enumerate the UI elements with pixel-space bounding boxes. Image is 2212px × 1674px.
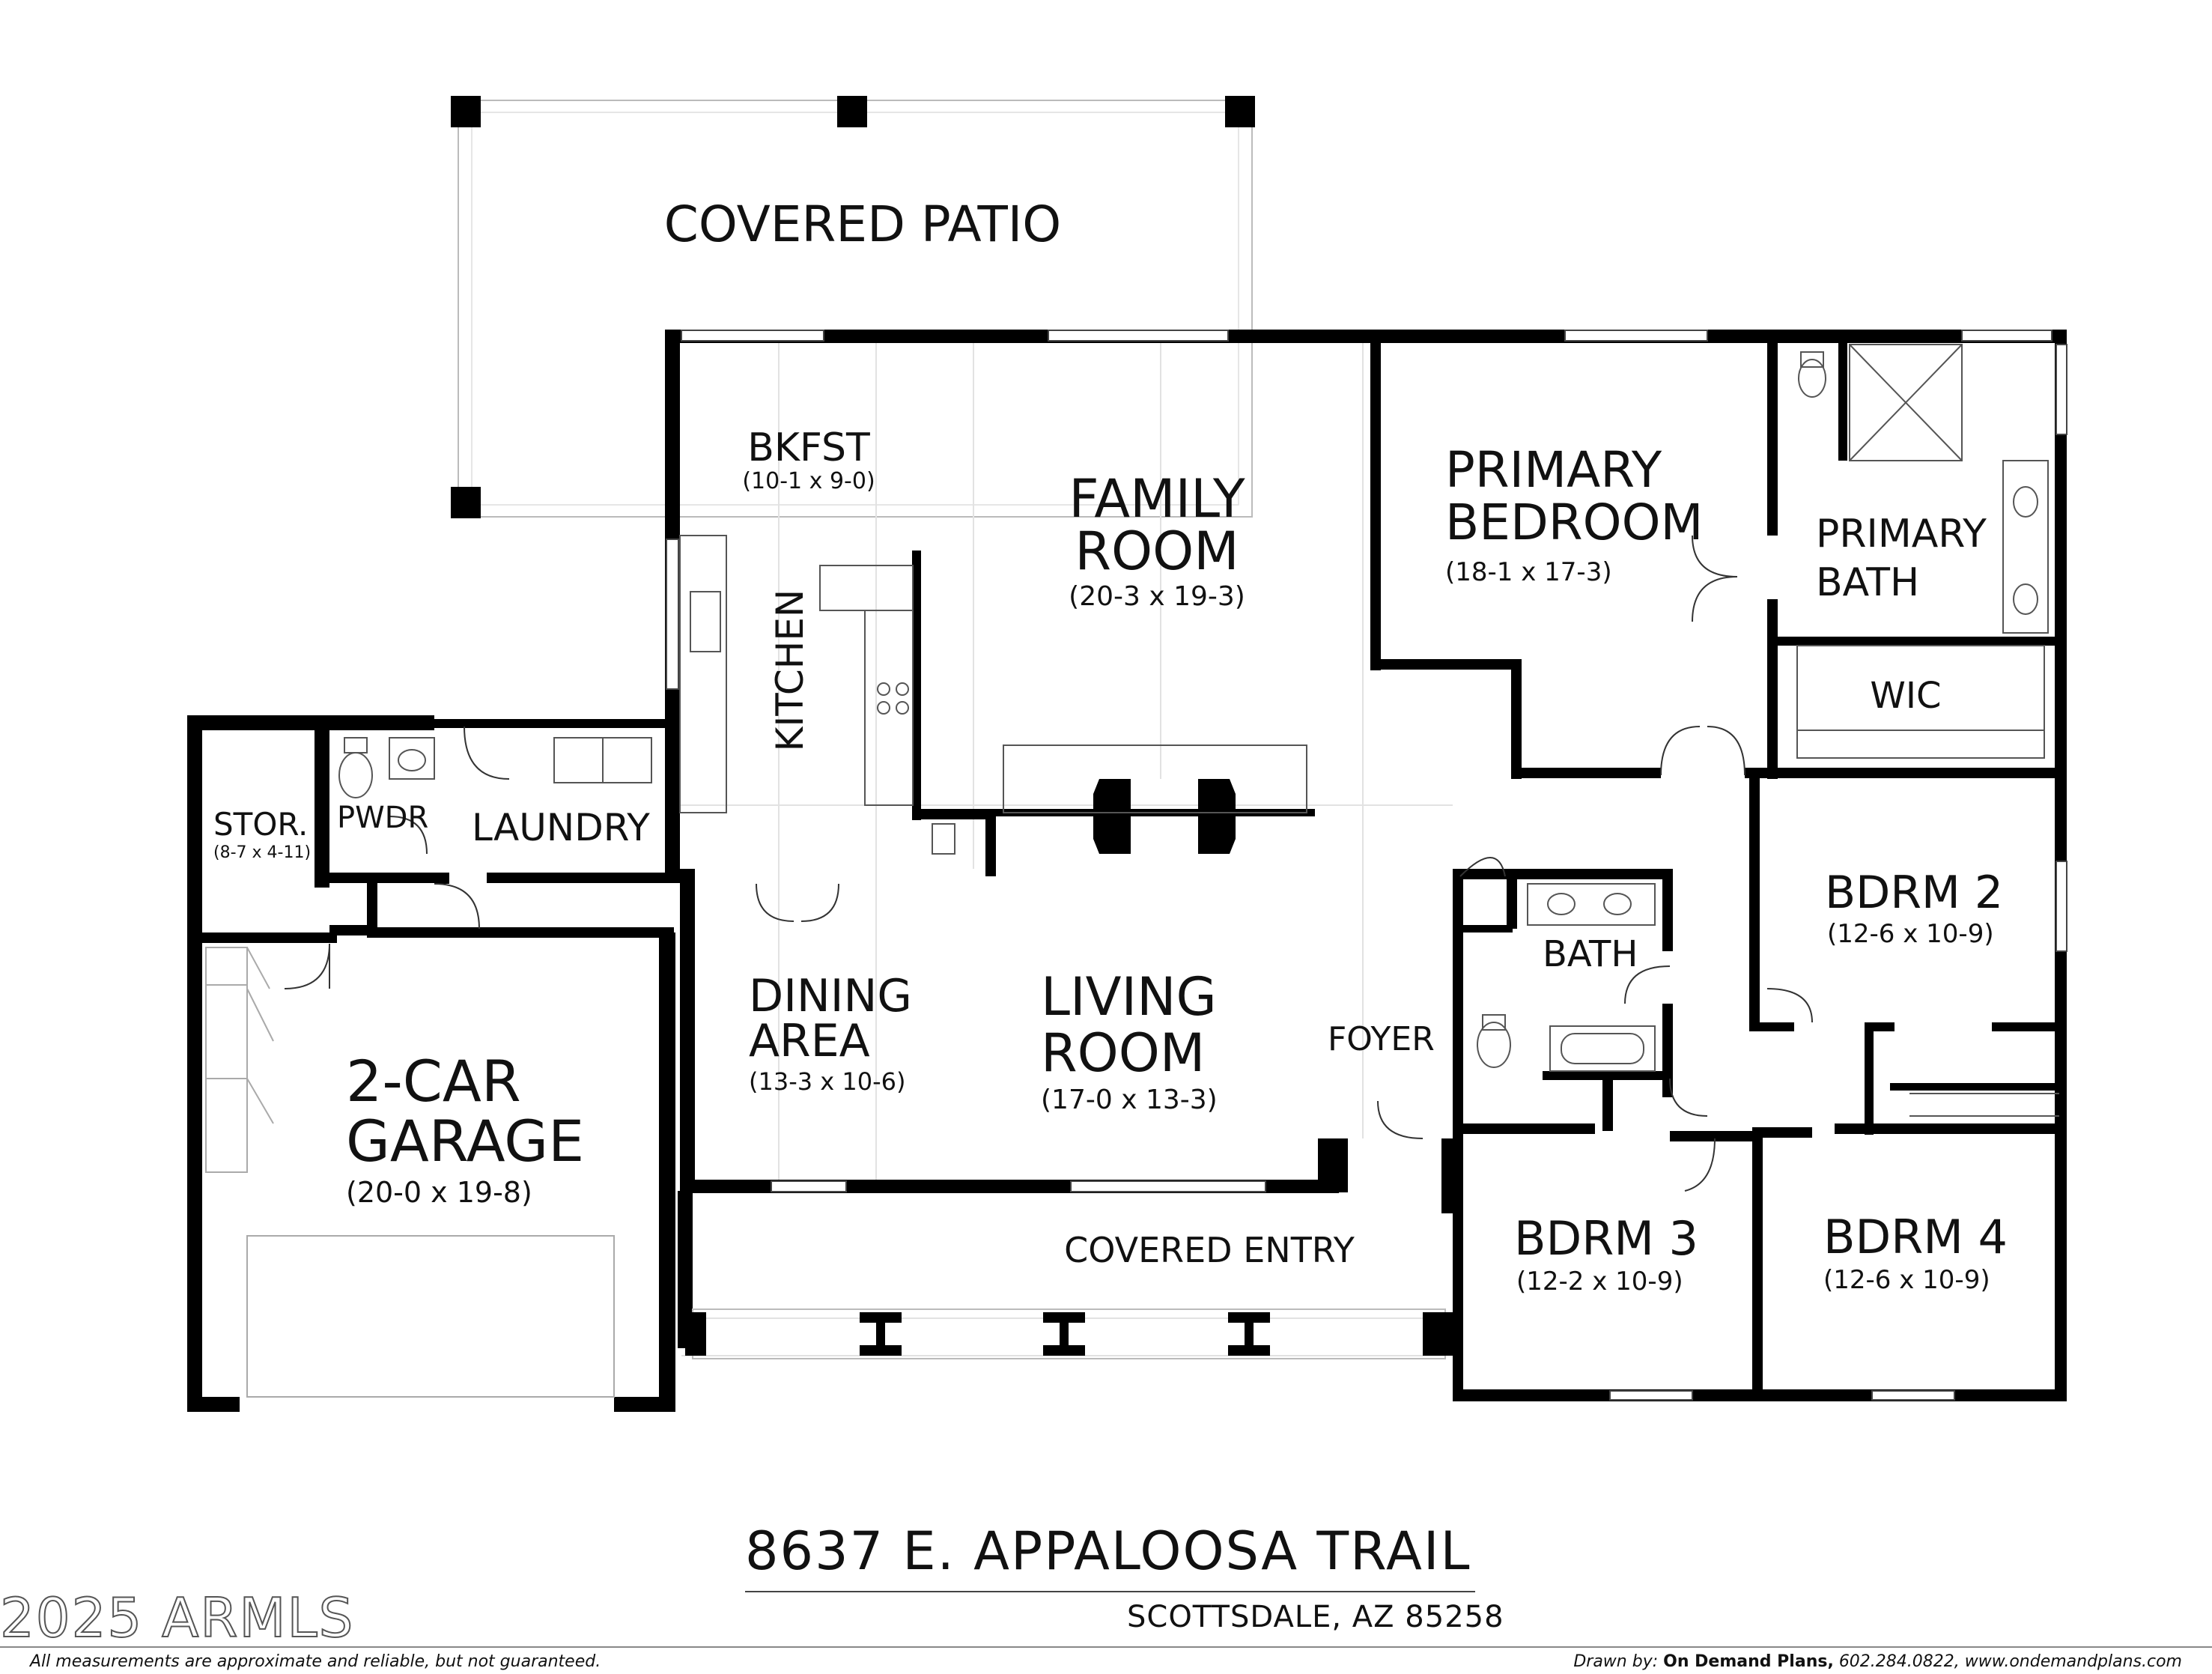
- windows: [666, 330, 2067, 1401]
- primary-bath-label-1: PRIMARY: [1816, 512, 1987, 557]
- family-room-label-2: ROOM: [1075, 521, 1239, 582]
- watermark: 2025 ARMLS: [0, 1586, 355, 1650]
- covered-patio: [451, 96, 1255, 518]
- pwdr-label: PWDR: [337, 801, 428, 835]
- garage-door: [205, 947, 615, 1398]
- bath-label: BATH: [1543, 933, 1638, 975]
- address-city: SCOTTSDALE, AZ 85258: [1127, 1600, 1504, 1634]
- bdrm4-label: BDRM 4: [1823, 1210, 2008, 1264]
- dining-label-1: DINING: [749, 970, 912, 1022]
- footer-divider: [0, 1646, 2212, 1648]
- living-room-label-2: ROOM: [1041, 1022, 1205, 1084]
- family-room-dim: (20-3 x 19-3): [1069, 581, 1245, 612]
- bdrm2-label: BDRM 2: [1825, 867, 2003, 919]
- family-room-label-1: FAMILY: [1069, 468, 1245, 530]
- room-labels: COVERED PATIO BKFST (10-1 x 9-0) FAMILY …: [213, 195, 2008, 1297]
- living-room-label-1: LIVING: [1041, 966, 1217, 1028]
- bdrm4-dim: (12-6 x 10-9): [1823, 1265, 1990, 1295]
- address-underline: [745, 1591, 1475, 1592]
- bdrm2-dim: (12-6 x 10-9): [1827, 919, 1994, 949]
- covered-entry-label: COVERED ENTRY: [1064, 1230, 1355, 1270]
- foyer-label: FOYER: [1328, 1020, 1435, 1058]
- wic-label: WIC: [1870, 675, 1941, 717]
- primary-bath-label-2: BATH: [1816, 560, 1919, 605]
- kitchen-label: KITCHEN: [768, 589, 812, 752]
- dining-label-2: AREA: [749, 1015, 870, 1067]
- primary-bedroom-label-1: PRIMARY: [1445, 441, 1662, 499]
- credit-prefix: Drawn by:: [1573, 1652, 1659, 1671]
- bkfst-dim: (10-1 x 9-0): [742, 468, 875, 494]
- patio-post: [451, 96, 481, 127]
- patio-post: [837, 96, 867, 127]
- credit: Drawn by: On Demand Plans, 602.284.0822,…: [1573, 1652, 2182, 1671]
- stor-label: STOR.: [213, 806, 308, 843]
- garage-label-1: 2-CAR: [346, 1048, 521, 1115]
- patio-label: COVERED PATIO: [664, 195, 1061, 253]
- credit-contact: 602.284.0822, www.ondemandplans.com: [1838, 1652, 2182, 1671]
- garage-label-2: GARAGE: [346, 1108, 584, 1174]
- disclaimer: All measurements are approximate and rel…: [30, 1652, 601, 1671]
- primary-bedroom-dim: (18-1 x 17-3): [1445, 557, 1612, 587]
- bkfst-label: BKFST: [747, 425, 870, 470]
- patio-post: [451, 487, 481, 518]
- address-title: 8637 E. APPALOOSA TRAIL: [745, 1520, 1471, 1582]
- stor-dim: (8-7 x 4-11): [213, 843, 311, 862]
- dining-dim: (13-3 x 10-6): [749, 1067, 906, 1096]
- entry-columns: [685, 1308, 1453, 1359]
- bdrm3-dim: (12-2 x 10-9): [1516, 1267, 1683, 1297]
- laundry-label: LAUNDRY: [472, 806, 650, 849]
- credit-name: On Demand Plans,: [1663, 1652, 1834, 1671]
- fixtures: [338, 344, 2059, 1117]
- primary-bedroom-label-2: BEDROOM: [1445, 494, 1704, 551]
- doors: [284, 535, 1813, 1192]
- living-room-dim: (17-0 x 13-3): [1041, 1085, 1218, 1115]
- bdrm3-label: BDRM 3: [1514, 1211, 1698, 1266]
- patio-post: [1225, 96, 1255, 127]
- garage-dim: (20-0 x 19-8): [346, 1176, 532, 1209]
